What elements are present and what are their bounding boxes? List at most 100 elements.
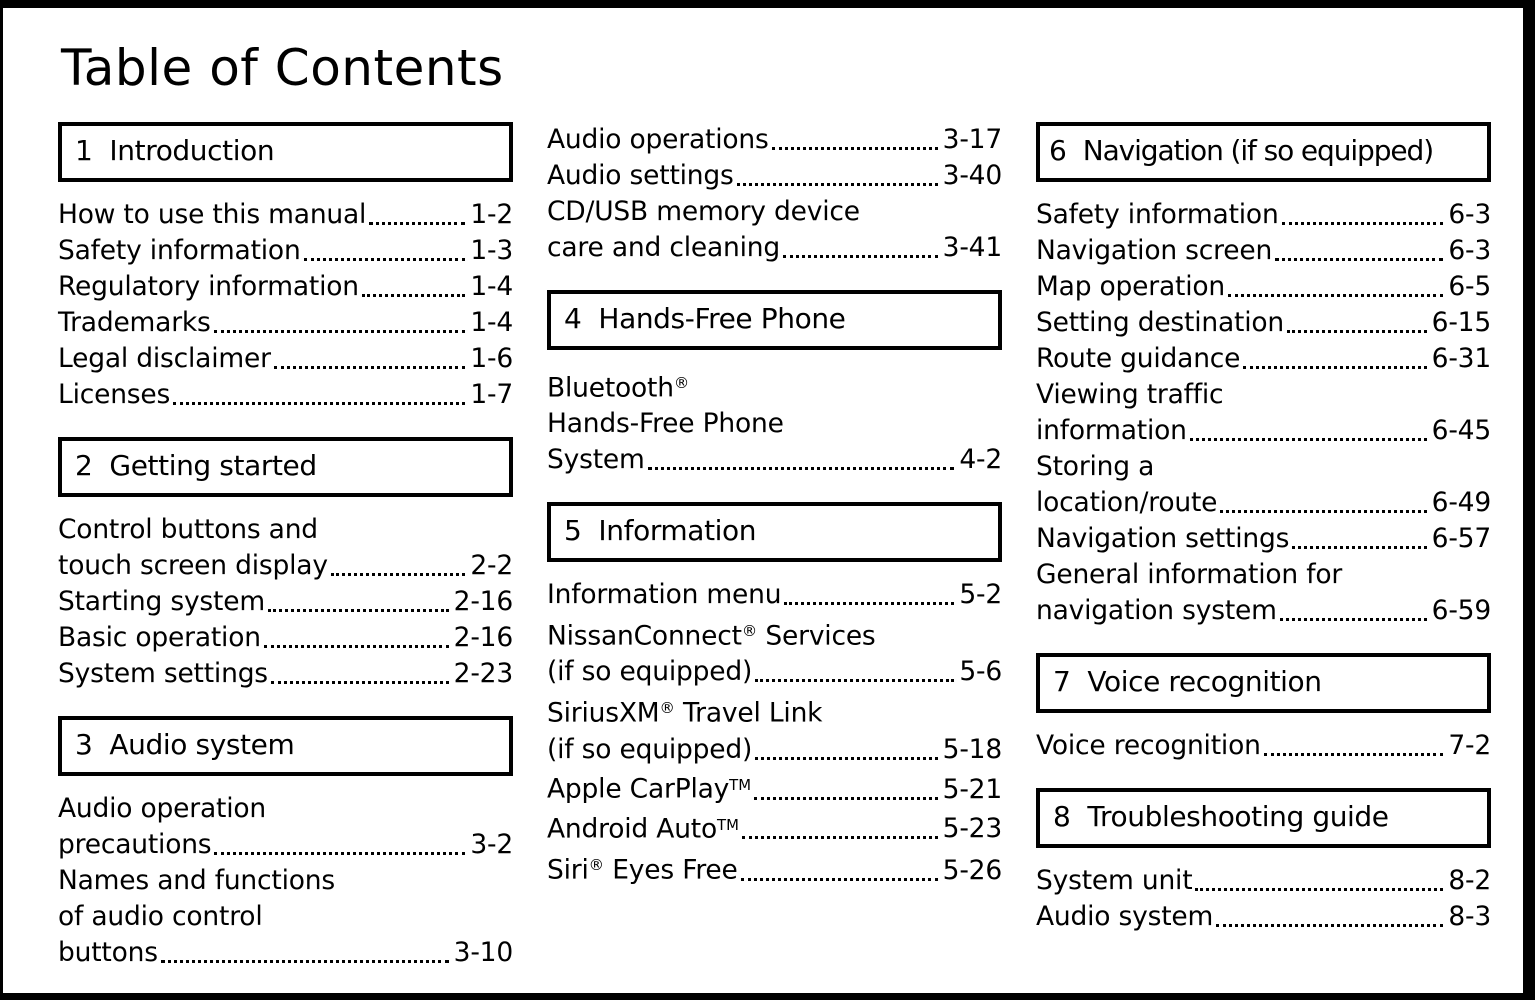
section-name: Getting started (109, 448, 317, 482)
entry-label: Navigation settings (1036, 522, 1290, 554)
toc-entry: Audio operations 3-17 (547, 122, 1002, 158)
page-number: 1-4 (470, 306, 513, 338)
entry-last-line: (if so equipped) 5-6 (547, 654, 1002, 690)
toc-entry: Audio settings 3-40 (547, 158, 1002, 194)
leader-dots (369, 221, 466, 225)
entry-label: Apple CarPlayTM (547, 768, 751, 808)
section-number: 8 (1053, 799, 1071, 833)
entry-text: Siri (547, 854, 589, 886)
toc-entry: NissanConnect® Services (if so equipped)… (547, 613, 1002, 690)
page-number: 2-2 (470, 549, 513, 581)
page-number: 2-16 (453, 585, 514, 617)
toc-entry: Control buttons and touch screen display… (58, 512, 513, 584)
leader-dots (1292, 545, 1427, 549)
leader-dots (647, 466, 955, 470)
entry-label: Audio settings (547, 159, 734, 191)
entry-text: SiriusXM (547, 697, 660, 729)
toc-entry: Navigation screen 6-3 (1036, 233, 1491, 269)
entry-label: information (1036, 414, 1187, 446)
page-number: 1-6 (470, 342, 513, 374)
page-number: 3-17 (942, 123, 1003, 155)
leader-dots (361, 293, 466, 297)
page-number: 6-59 (1431, 594, 1492, 626)
section-number: 3 (75, 727, 93, 761)
section-entries-troubleshooting-guide: System unit 8-2 Audio system 8-3 (1036, 863, 1491, 935)
entry-label: Legal disclaimer (58, 342, 271, 374)
entry-label: Route guidance (1036, 342, 1241, 374)
toc-entry: System unit 8-2 (1036, 863, 1491, 899)
page-number: 2-16 (453, 621, 514, 653)
entry-text: Services (757, 620, 876, 652)
entry-label: precautions (58, 828, 212, 860)
registered-mark: ® (673, 373, 690, 392)
page-number: 3-40 (942, 159, 1003, 191)
section-entries-audio-system: Audio operation precautions 3-2 Names an… (58, 791, 513, 971)
section-number: 1 (75, 133, 93, 167)
page-number: 3-2 (470, 828, 513, 860)
section-name: Hands-Free Phone (598, 301, 846, 335)
entry-label: Setting destination (1036, 306, 1284, 338)
toc-entry: Basic operation 2-16 (58, 620, 513, 656)
leader-dots (741, 836, 938, 840)
section-heading-getting-started: 2 Getting started (58, 436, 513, 497)
page-number: 5-2 (959, 578, 1002, 610)
toc-entry: System settings 2-23 (58, 656, 513, 692)
section-number: 7 (1053, 664, 1071, 698)
leader-dots (213, 329, 466, 333)
entry-label: How to use this manual (58, 198, 367, 230)
page-title: Table of Contents (61, 39, 504, 97)
entry-last-line: buttons 3-10 (58, 935, 513, 971)
page-number: 1-7 (470, 378, 513, 410)
page-number: 6-57 (1431, 522, 1492, 554)
section-entries-voice-recognition: Voice recognition 7-2 (1036, 728, 1491, 764)
entry-label: Hands-Free Phone (547, 407, 784, 439)
section-number: 4 (564, 301, 582, 335)
leader-dots (330, 572, 466, 576)
leader-dots (754, 796, 938, 800)
entry-label: (if so equipped) (547, 733, 753, 765)
leader-dots (173, 401, 466, 405)
toc-entry: Voice recognition 7-2 (1036, 728, 1491, 764)
entry-text: Android Auto (547, 813, 718, 845)
entry-label: Names and functions (58, 864, 335, 896)
toc-entry: Safety information 6-3 (1036, 197, 1491, 233)
leader-dots (1287, 329, 1427, 333)
entry-label: buttons (58, 936, 158, 968)
page-number: 5-21 (942, 773, 1003, 805)
page-number: 5-18 (942, 733, 1003, 765)
leader-dots (263, 644, 449, 648)
page-number: 6-15 (1431, 306, 1492, 338)
entry-label: General information for (1036, 558, 1343, 590)
leader-dots (214, 851, 466, 855)
page-number: 6-3 (1448, 234, 1491, 266)
entry-label: Bluetooth® (547, 365, 1002, 406)
leader-dots (1189, 437, 1427, 441)
page-number: 4-2 (959, 443, 1002, 475)
page-number: 1-3 (470, 234, 513, 266)
section-number: 2 (75, 448, 93, 482)
leader-dots (1281, 221, 1444, 225)
page-number: 5-26 (942, 854, 1003, 886)
leader-dots (1275, 257, 1444, 261)
leader-dots (270, 680, 449, 684)
toc-entry: Safety information 1-3 (58, 233, 513, 269)
registered-mark: ® (741, 621, 758, 640)
entry-label: System settings (58, 657, 268, 689)
entry-label: System unit (1036, 864, 1193, 896)
toc-entry: Bluetooth® Hands-Free Phone System 4-2 (547, 365, 1002, 478)
page-number: 3-41 (942, 231, 1003, 263)
toc-entry: Trademarks 1-4 (58, 305, 513, 341)
leader-dots (736, 182, 938, 186)
toc-entry: How to use this manual 1-2 (58, 197, 513, 233)
leader-dots (1220, 509, 1427, 513)
toc-entry: Information menu 5-2 (547, 577, 1002, 613)
trademark-mark: TM (729, 776, 752, 794)
toc-entry: Siri® Eyes Free 5-26 (547, 847, 1002, 888)
toc-entry: CD/USB memory device care and cleaning 3… (547, 194, 1002, 266)
page-number: 5-6 (959, 656, 1002, 688)
toc-entry: Storing a location/route 6-49 (1036, 449, 1491, 521)
